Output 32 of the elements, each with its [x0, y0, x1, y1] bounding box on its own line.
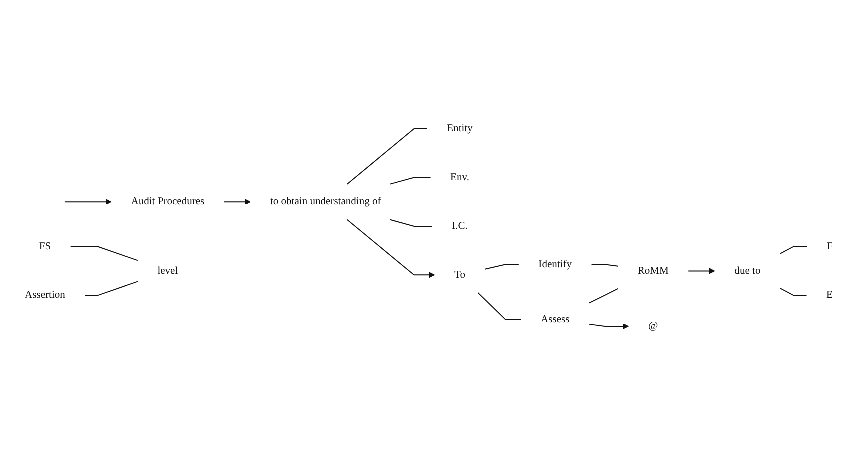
- node-text: @: [648, 320, 658, 332]
- arrow: [346, 219, 436, 278]
- node-text: Assertion: [25, 289, 66, 301]
- node-text: Identify: [538, 258, 572, 270]
- connector: [588, 288, 619, 304]
- node-text: Entity: [447, 122, 473, 134]
- connector: [780, 288, 808, 296]
- connector: [484, 264, 520, 270]
- node-text: F: [826, 240, 833, 252]
- connector: [591, 264, 619, 267]
- node-text: Assess: [541, 314, 570, 325]
- connector: [346, 128, 428, 185]
- connector: [70, 246, 138, 261]
- node-text: Env.: [450, 172, 470, 183]
- node-text: FS: [39, 240, 52, 252]
- arrow: [688, 268, 716, 274]
- connector: [390, 219, 433, 227]
- node-text: level: [158, 265, 178, 276]
- node-text: to obtain understanding of: [270, 196, 382, 208]
- node-text: RoMM: [638, 265, 669, 276]
- arrow: [64, 198, 112, 205]
- node-text: Audit Procedures: [131, 196, 205, 208]
- connector: [84, 280, 138, 296]
- node-text: E: [826, 289, 833, 301]
- node-text: To: [454, 268, 466, 280]
- connector: [390, 176, 432, 185]
- connector: [478, 292, 522, 320]
- node-text: I.C.: [452, 220, 468, 232]
- arrow: [588, 323, 630, 330]
- arrow: [224, 198, 251, 205]
- node-text: due to: [734, 265, 761, 276]
- connector: [780, 246, 808, 254]
